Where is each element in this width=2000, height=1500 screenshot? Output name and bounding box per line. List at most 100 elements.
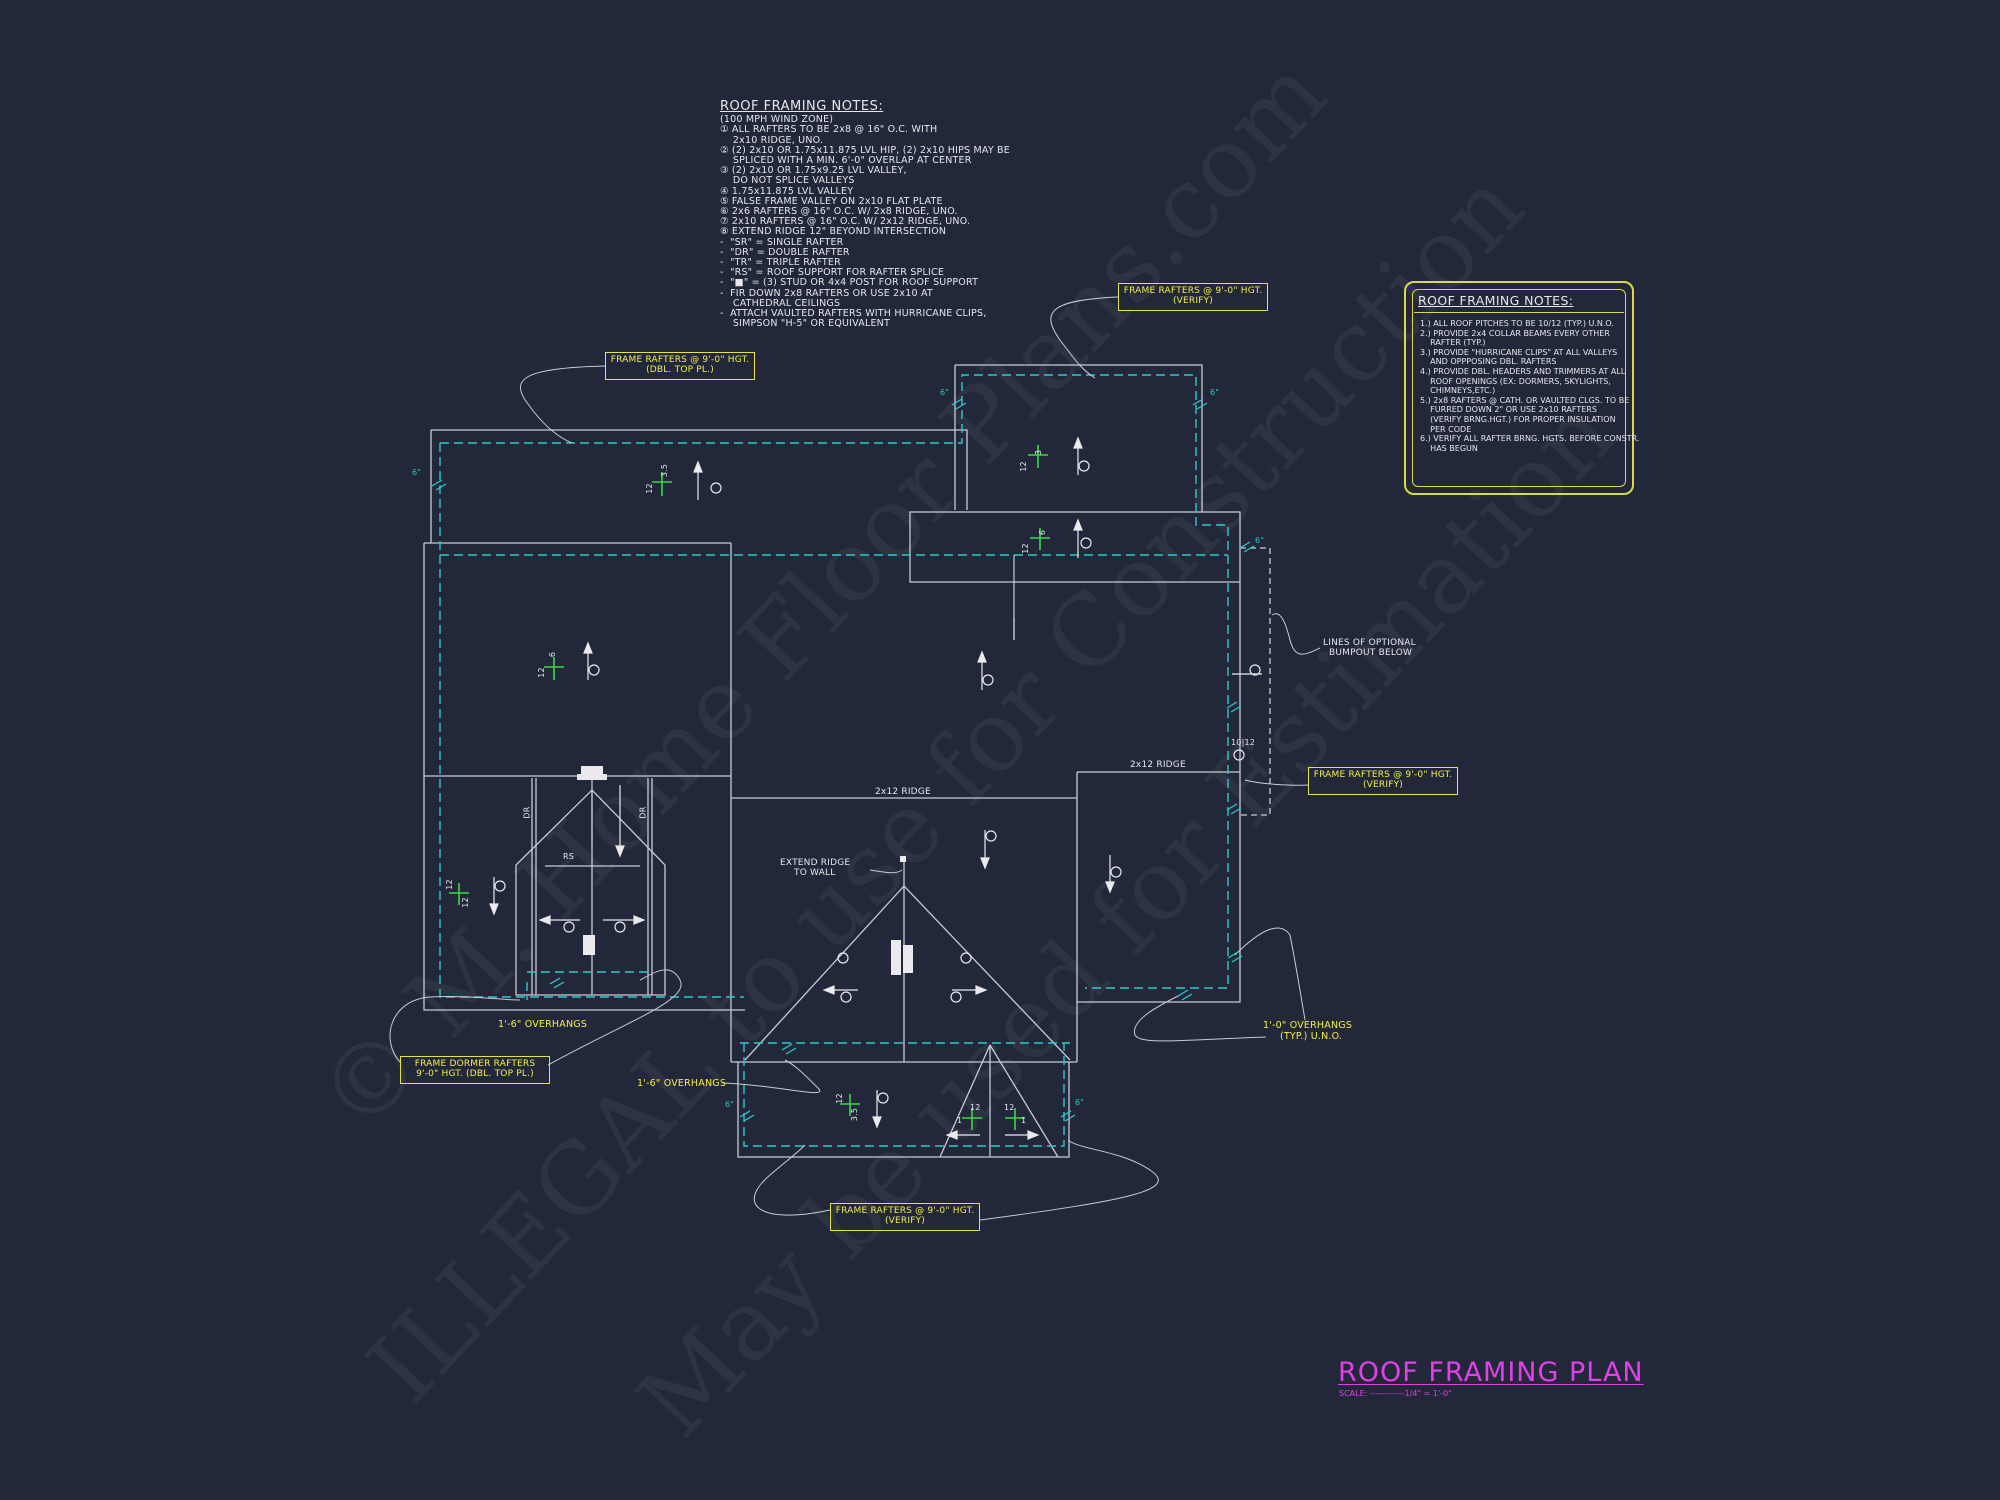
- leader-right: [1244, 779, 1309, 786]
- support-post: [583, 935, 595, 955]
- roof-notes-title: ROOF FRAMING NOTES:: [720, 99, 884, 114]
- pitch-symbol: [449, 883, 469, 905]
- callout-frame-rafters-top-left: FRAME RAFTERS @ 9'-0" HGT.(DBL. TOP PL.): [605, 352, 755, 380]
- overhang-6in-label: 6": [412, 468, 422, 477]
- pitch-label: 12: [970, 1103, 981, 1112]
- leader-top-left: [519, 365, 606, 444]
- roof-note-line: SIMPSON "H-5" OR EQUIVALENT: [720, 318, 890, 330]
- pitch-symbol: [1028, 445, 1048, 468]
- extend-ridge-label-2: TO WALL: [794, 868, 836, 878]
- pitch-label: 6: [548, 651, 558, 658]
- overhang-label-right: 1'-0" OVERHANGS: [1263, 1020, 1353, 1031]
- optional-bumpout: [1240, 547, 1271, 816]
- support-post: [891, 940, 901, 975]
- pitch-label: 12: [1018, 461, 1028, 472]
- roof-note-line: ⑥ 2x6 RAFTERS @ 16" O.C. W/ 2x8 RIDGE, U…: [720, 206, 958, 218]
- general-note-line: 5.) 2x8 RAFTERS @ CATH. OR VAULTED CLGS.…: [1420, 395, 1630, 405]
- general-notes-inner-border: [1412, 289, 1626, 487]
- note-marker: [1078, 460, 1090, 472]
- callout-frame-rafters-top-right: FRAME RAFTERS @ 9'-0" HGT.(VERIFY): [1118, 283, 1268, 311]
- roof-note-line: ② (2) 2x10 OR 1.75x11.875 LVL HIP, (2) 2…: [720, 144, 1010, 156]
- roof-note-line: SPLICED WITH A MIN. 6'-0" OVERLAP AT CEN…: [720, 155, 972, 167]
- support-post: [900, 856, 906, 862]
- leader-front: [721, 1059, 821, 1094]
- general-note-line: 4.) PROVIDE DBL. HEADERS AND TRIMMERS AT…: [1420, 366, 1626, 376]
- note-marker: [985, 830, 997, 842]
- general-note-line: 3.) PROVIDE "HURRICANE CLIPS" AT ALL VAL…: [1420, 347, 1618, 357]
- general-notes-box: ROOF FRAMING NOTES: 1.) ALL ROOF PITCHES…: [1404, 281, 1640, 495]
- note-marker: [1080, 537, 1092, 549]
- roof-note-line: ① ALL RAFTERS TO BE 2x8 @ 16" O.C. WITH: [720, 124, 938, 136]
- rs-label: RS: [563, 852, 575, 861]
- dormer-outline: [515, 789, 666, 996]
- note-marker: [960, 952, 972, 964]
- leader-overhang-right: [1134, 994, 1267, 1042]
- roof-note-line: ⑤ FALSE FRAME VALLEY ON 2x10 FLAT PLATE: [720, 195, 943, 207]
- leader-dormer: [389, 996, 521, 1063]
- note-marker: [877, 1092, 889, 1104]
- roof-note-line: ⑦ 2x10 RAFTERS @ 16" O.C. W/ 2x12 RIDGE,…: [720, 216, 971, 228]
- note-marker: [588, 664, 600, 676]
- note-marker: [982, 674, 994, 686]
- roof-framing-notes: ROOF FRAMING NOTES: (100 MPH WIND ZONE) …: [720, 99, 1020, 330]
- dr-label-right: DR: [638, 806, 648, 819]
- overhang-6in-label-3: 6": [1210, 388, 1220, 397]
- leader-extend-ridge: [869, 869, 903, 874]
- roof-note-line: - "RS" = ROOF SUPPORT FOR RAFTER SPLICE: [720, 267, 945, 279]
- general-note-line: FURRED DOWN 2" OR USE 2x10 RAFTERS: [1420, 405, 1597, 415]
- leader-top-right: [1050, 296, 1119, 379]
- roof-note-line: ④ 1.75x11.875 LVL VALLEY: [720, 185, 854, 197]
- general-note-line: HAS BEGUN: [1420, 443, 1478, 453]
- note-marker: [837, 952, 849, 964]
- dr-label-left: DR: [522, 806, 532, 819]
- wall-outline-right-block: [1077, 582, 1241, 1003]
- roof-note-line: - "DR" = DOUBLE RAFTER: [720, 246, 850, 258]
- overhang-line-dormer: [526, 971, 652, 1000]
- leader-bottom-right: [979, 1139, 1159, 1221]
- support-post: [577, 774, 607, 780]
- pitch-symbol: [544, 657, 564, 680]
- note-marker: [1233, 749, 1245, 761]
- roof-note-line: 2x10 RIDGE, UNO.: [720, 134, 824, 146]
- wall-outline-front: [737, 1062, 1070, 1158]
- roof-note-line: DO NOT SPLICE VALLEYS: [720, 175, 855, 187]
- note-marker: [1249, 664, 1261, 676]
- pitch-label: 12: [444, 879, 454, 890]
- pitch-label: 12: [536, 667, 546, 678]
- note-marker: [710, 482, 722, 494]
- drawing-title: ROOF FRAMING PLAN: [1338, 1357, 1644, 1388]
- roof-note-line: - FIR DOWN 2x8 RAFTERS OR USE 2x10 AT: [720, 287, 933, 299]
- pitch-label: 12: [1020, 543, 1030, 554]
- general-notes-divider: [1414, 312, 1624, 313]
- wall-outline-upper-left: [431, 429, 968, 510]
- wall-outline-band: [909, 511, 1241, 583]
- drawing-scale: SCALE: ------------1/4" = 1'-0": [1339, 1389, 1452, 1398]
- overhang-6in-label-4: 6": [1255, 536, 1265, 545]
- general-note-line: PER CODE: [1420, 424, 1472, 434]
- overhang-label-right-2: (TYP.) U.N.O.: [1280, 1031, 1343, 1042]
- roof-note-line: CATHEDRAL CEILINGS: [720, 297, 841, 309]
- overhang-6in-label-5: 6": [725, 1100, 735, 1109]
- ridge-label-right: 2x12 RIDGE: [1130, 760, 1186, 770]
- roof-note-line: ③ (2) 2x10 OR 1.75x9.25 LVL VALLEY,: [720, 165, 907, 177]
- leader-bumpout: [1271, 613, 1321, 655]
- general-notes-body: 1.) ALL ROOF PITCHES TO BE 10/12 (TYP.) …: [1420, 319, 1640, 453]
- overhang-6in-label-6: 6": [1075, 1098, 1085, 1107]
- pitch-symbol: [652, 472, 672, 496]
- general-note-line: 6.) VERIFY ALL RAFTER BRNG. HGTS. BEFORE…: [1420, 434, 1640, 444]
- pitch-symbol: [1005, 1108, 1025, 1130]
- overhang-label-left: 1'-6" OVERHANGS: [498, 1019, 588, 1030]
- bumpout-label: LINES OF OPTIONAL: [1323, 638, 1416, 648]
- note-marker: [563, 921, 575, 933]
- pitch-label: 12: [1004, 1103, 1015, 1112]
- pitch-symbol: [962, 1108, 982, 1130]
- overhang-label-bottom: 1'-6" OVERHANGS: [637, 1078, 727, 1089]
- roof-note-line: - "TR" = TRIPLE RAFTER: [720, 257, 841, 269]
- pitch-label: 1: [957, 1116, 963, 1125]
- general-note-line: RAFTER (TYP.): [1420, 338, 1486, 348]
- pitch-label: 3: [1034, 449, 1044, 456]
- dim-label: 10|12: [1231, 738, 1256, 747]
- pitch-label: 12: [644, 483, 654, 494]
